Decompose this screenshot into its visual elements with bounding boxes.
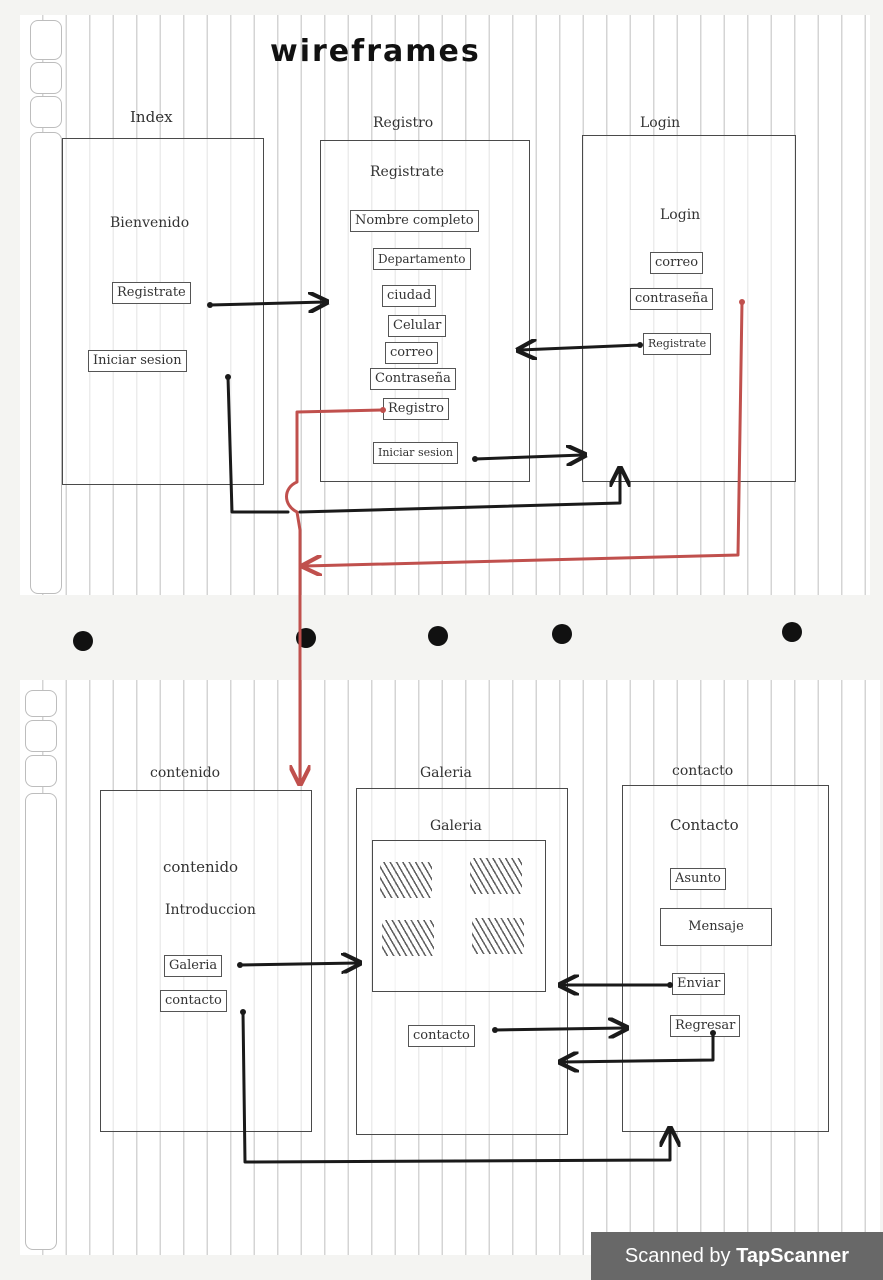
- login-register-link[interactable]: Registrate: [643, 333, 712, 355]
- registro-field-department[interactable]: Departamento: [373, 248, 471, 270]
- binder-hole: [428, 626, 448, 646]
- red-arrow-login-to-contenido: [305, 300, 744, 566]
- page-title: wireframes: [270, 34, 481, 69]
- margin-cell: [25, 690, 57, 717]
- red-arrow-registro-to-contenido: [285, 408, 385, 782]
- login-heading: Login: [640, 115, 681, 131]
- contenido-heading: contenido: [150, 765, 221, 781]
- registro-submit-button[interactable]: Registro: [383, 398, 449, 420]
- registro-field-city[interactable]: ciudad: [382, 285, 437, 307]
- contenido-intro-text: Introduccion: [165, 902, 256, 918]
- image-placeholder-icon: [472, 918, 524, 954]
- arrow-index-to-registro: [208, 302, 325, 305]
- registro-subtitle: Registrate: [370, 164, 445, 180]
- margin-cell: [25, 755, 57, 787]
- margin-cell: [30, 132, 62, 594]
- registro-field-phone[interactable]: Celular: [388, 315, 447, 337]
- scanner-brand: TapScanner: [736, 1245, 850, 1267]
- scanner-prefix: Scanned by: [624, 1245, 731, 1267]
- margin-cell: [30, 62, 62, 94]
- arrow-contacto-regresar-to-galeria: [562, 1031, 715, 1062]
- registro-field-email[interactable]: correo: [385, 342, 439, 364]
- galeria-heading: Galeria: [420, 765, 472, 781]
- contacto-send-button[interactable]: Enviar: [672, 973, 726, 995]
- galeria-contact-button[interactable]: contacto: [408, 1025, 475, 1047]
- contacto-message-field[interactable]: Mensaje: [660, 908, 772, 946]
- scanner-watermark: Scanned by TapScanner: [591, 1232, 883, 1280]
- image-placeholder-icon: [380, 862, 432, 898]
- contacto-heading: contacto: [672, 763, 734, 779]
- contacto-subtitle: Contacto: [670, 816, 739, 834]
- login-subtitle: Login: [660, 207, 701, 223]
- margin-cell: [30, 96, 62, 128]
- registro-field-name[interactable]: Nombre completo: [350, 210, 479, 232]
- binder-hole: [782, 622, 802, 642]
- margin-cell: [30, 20, 62, 60]
- contacto-back-button[interactable]: Regresar: [670, 1015, 741, 1037]
- arrow-contenido-to-galeria: [238, 963, 358, 965]
- registro-heading: Registro: [373, 115, 434, 131]
- galeria-subtitle: Galeria: [430, 818, 482, 834]
- margin-cell: [25, 793, 57, 1250]
- login-field-password[interactable]: contraseña: [630, 288, 714, 310]
- contenido-contact-button[interactable]: contacto: [160, 990, 227, 1012]
- contenido-subtitle: contenido: [163, 858, 239, 876]
- binder-hole: [73, 631, 93, 651]
- arrow-registro-to-login: [473, 455, 583, 459]
- image-placeholder-icon: [382, 920, 434, 956]
- arrow-galeria-to-contacto: [493, 1028, 625, 1030]
- arrow-login-to-registro: [520, 345, 642, 350]
- contacto-subject-field[interactable]: Asunto: [670, 868, 726, 890]
- index-register-button[interactable]: Registrate: [112, 282, 191, 304]
- margin-cell: [25, 720, 57, 752]
- binder-hole: [552, 624, 572, 644]
- login-field-email[interactable]: correo: [650, 252, 704, 274]
- arrow-index-to-login: [226, 375, 290, 514]
- index-heading: Index: [130, 108, 173, 126]
- contacto-wireframe: [622, 785, 829, 1132]
- registro-field-password[interactable]: Contraseña: [370, 368, 456, 390]
- registro-login-link[interactable]: Iniciar sesion: [373, 442, 458, 464]
- registro-wireframe: [320, 140, 530, 482]
- arrow-contenido-to-contacto: [241, 1010, 670, 1164]
- contenido-gallery-button[interactable]: Galeria: [164, 955, 223, 977]
- index-welcome-text: Bienvenido: [110, 215, 190, 231]
- image-placeholder-icon: [470, 858, 522, 894]
- index-login-button[interactable]: Iniciar sesion: [88, 350, 187, 372]
